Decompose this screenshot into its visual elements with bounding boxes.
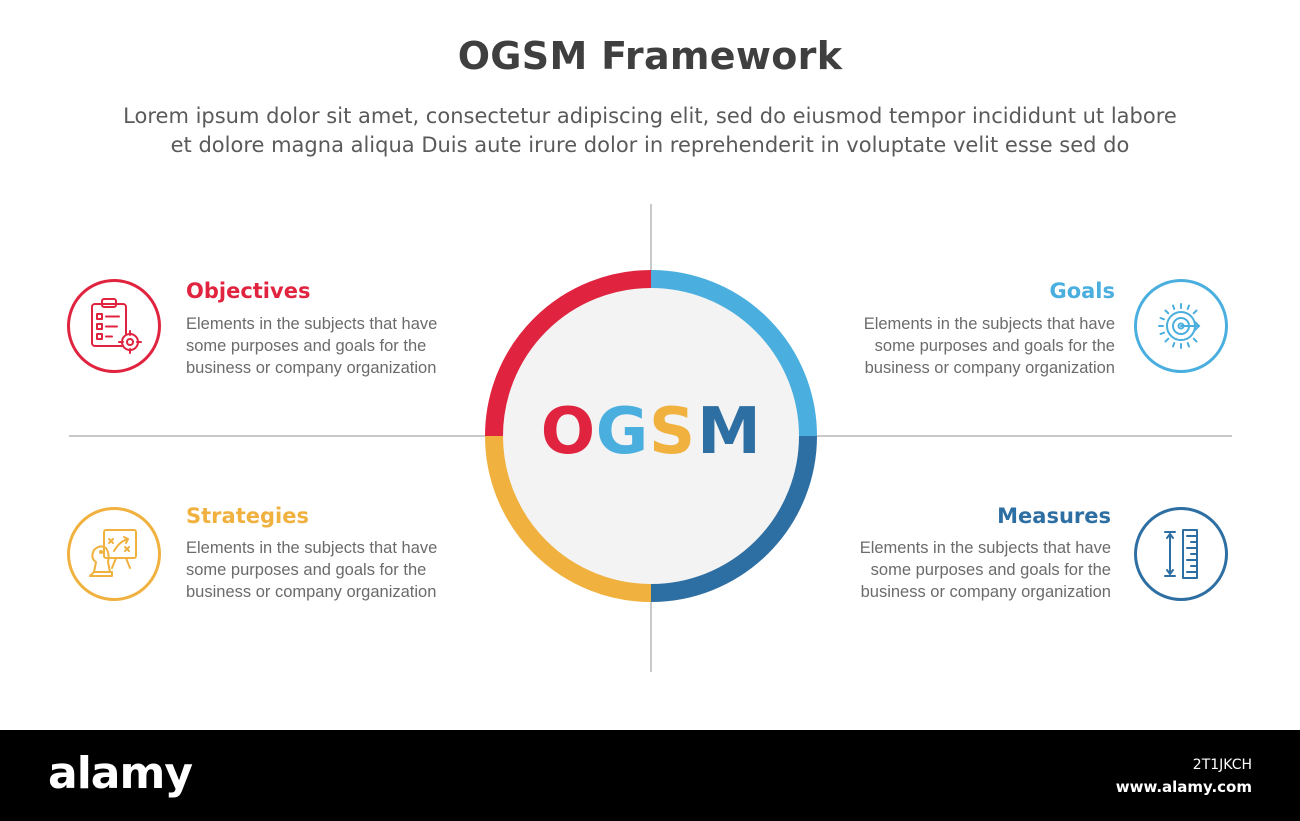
page-title: OGSM Framework <box>457 34 843 78</box>
goals-description: Elements in the subjects that have some … <box>863 315 1115 377</box>
measures-title: Measures <box>997 504 1111 528</box>
arc-goals <box>650 270 817 437</box>
alamy-logo: alamy <box>48 748 193 799</box>
subtitle-line-1: Lorem ipsum dolor sit amet, consectetur … <box>123 104 1177 128</box>
image-id: 2T1JKCH <box>1192 757 1252 773</box>
strategies-title: Strategies <box>186 504 309 528</box>
ogsm-diagram: O G S M <box>69 204 1232 672</box>
arc-measures <box>650 435 817 602</box>
center-letter-m: M <box>697 395 761 469</box>
center-disc <box>493 278 809 594</box>
strategies-icon-circle <box>67 507 161 601</box>
objectives-title: Objectives <box>186 279 311 303</box>
center-letter-o: O <box>541 395 595 469</box>
measures-description: Elements in the subjects that have some … <box>859 539 1111 601</box>
image-info: 2T1JKCH www.alamy.com <box>1116 754 1252 798</box>
footer-bar: alamy 2T1JKCH www.alamy.com <box>0 730 1300 821</box>
center-letter-g: G <box>596 395 649 469</box>
chess-strategy-board-icon <box>89 529 137 577</box>
center-letter-s: S <box>649 395 695 469</box>
objectives-icon-circle <box>67 279 161 373</box>
measures-icon-circle <box>1134 507 1228 601</box>
objectives-description: Elements in the subjects that have some … <box>186 315 438 377</box>
bullseye-icon <box>1158 303 1201 349</box>
clipboard-target-icon <box>91 298 142 354</box>
goals-icon-circle <box>1134 279 1228 373</box>
goals-title: Goals <box>1049 279 1115 303</box>
subtitle-line-2: et dolore magna aliqua Duis aute irure d… <box>170 133 1130 157</box>
ruler-measure-icon <box>1164 529 1198 579</box>
strategies-description: Elements in the subjects that have some … <box>186 539 438 601</box>
page-subtitle: Lorem ipsum dolor sit amet, consectetur … <box>50 102 1250 160</box>
alamy-url: www.alamy.com <box>1115 778 1252 796</box>
arc-strategies <box>485 435 652 602</box>
arc-objectives <box>485 270 652 437</box>
